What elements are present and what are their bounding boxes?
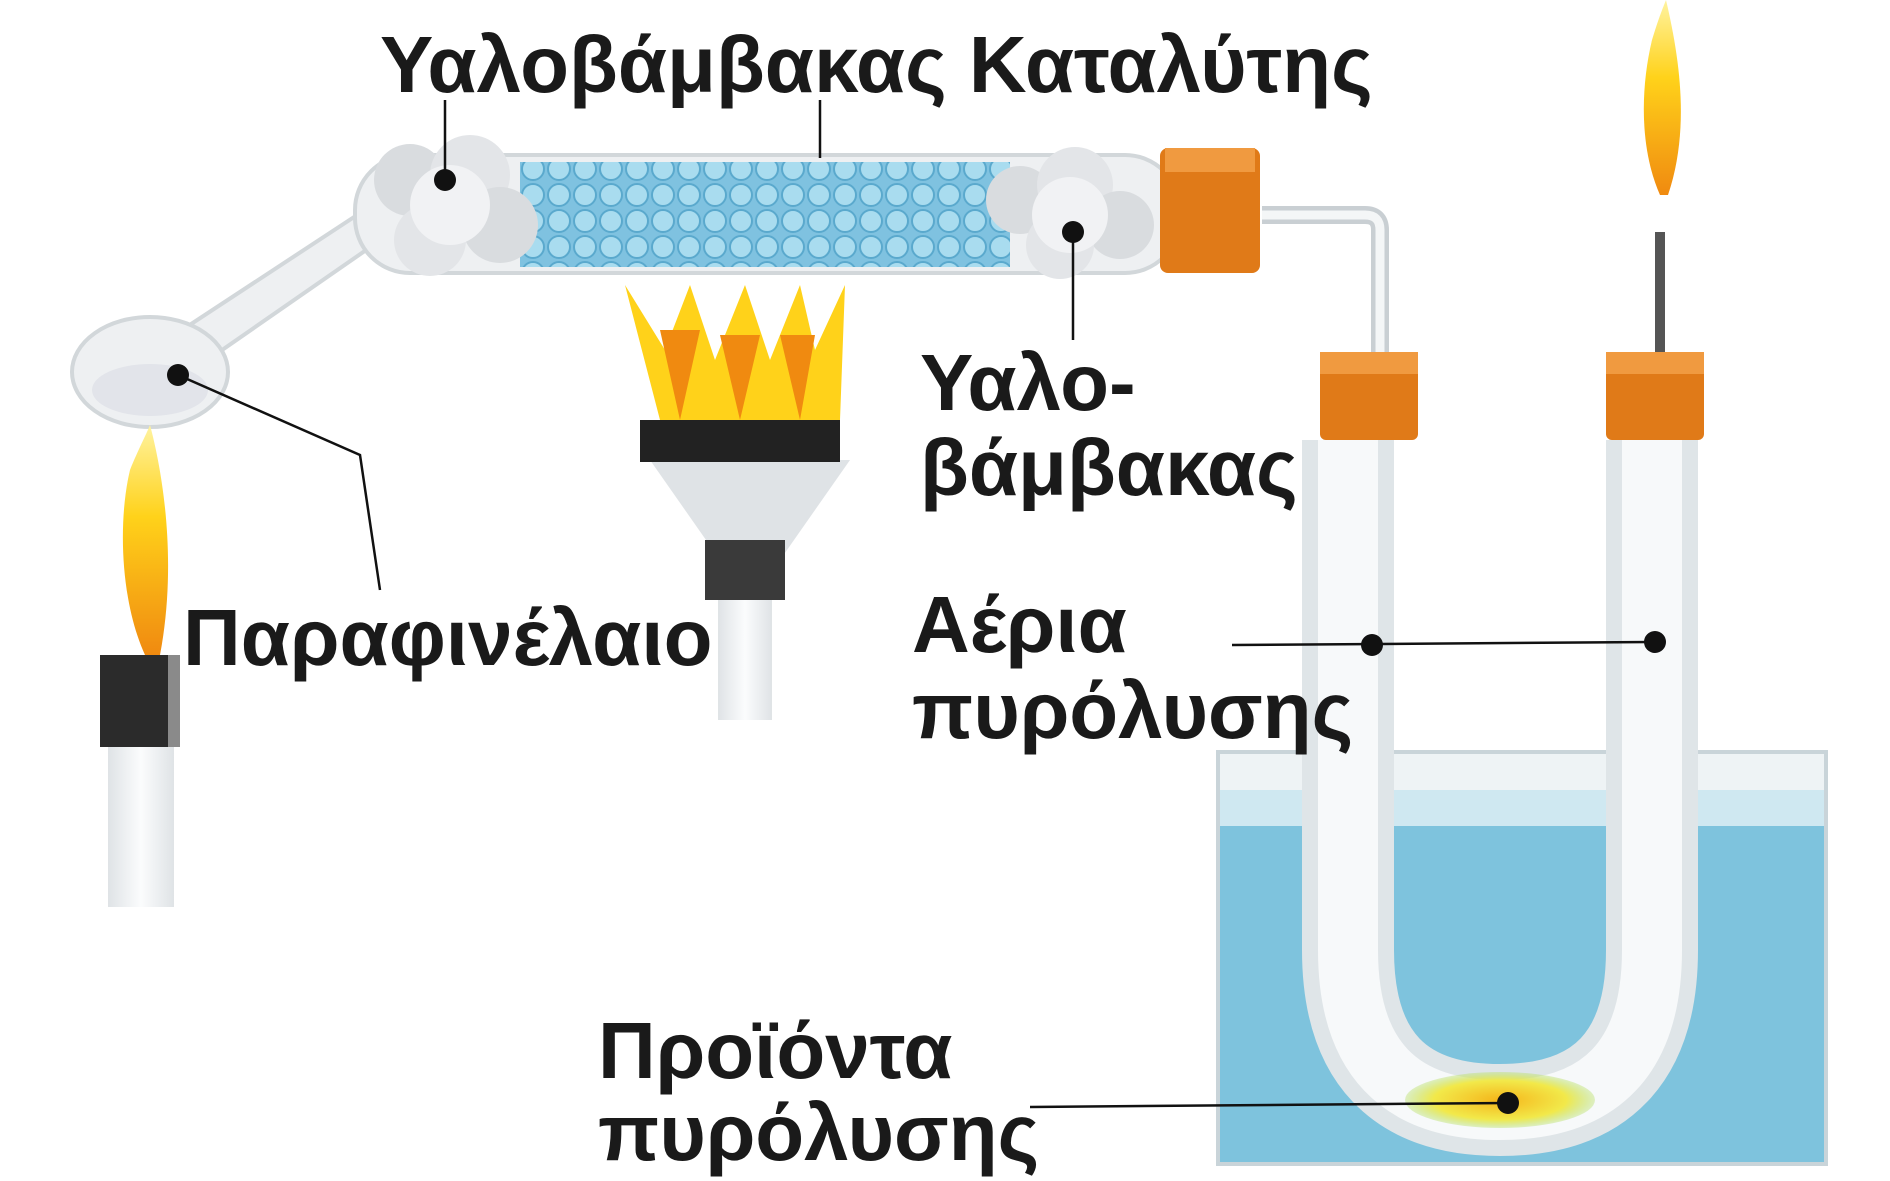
label-glasswool-line2: βάμβακας bbox=[920, 423, 1298, 512]
label-paraffin-oil: Παραφινέλαιο bbox=[183, 593, 712, 682]
burner-collar bbox=[640, 420, 840, 462]
paraffin-flame bbox=[123, 425, 168, 655]
paraffin-burner bbox=[100, 425, 180, 907]
label-catalyst-glasswool: Υαλοβάμβακας Καταλύτης bbox=[380, 20, 1373, 109]
delivery-tube bbox=[1262, 215, 1380, 352]
paraffin-soaked-wool bbox=[92, 364, 208, 416]
u-tube-stoppers bbox=[1320, 352, 1704, 440]
burner-stem bbox=[705, 540, 785, 600]
label-gases-line2: πυρόλυσης bbox=[912, 666, 1353, 755]
label-glasswool-line1: Υαλο- bbox=[920, 338, 1136, 427]
label-gases-line1: Αέρια bbox=[912, 580, 1127, 669]
catalyst-beads bbox=[520, 162, 1010, 267]
tube-end-stopper bbox=[1160, 148, 1260, 273]
label-products-line1: Προϊόντα bbox=[598, 1006, 952, 1095]
label-products-line2: πυρόλυσης bbox=[598, 1088, 1039, 1177]
jet-flame bbox=[1644, 0, 1681, 195]
gas-jet bbox=[1644, 0, 1681, 352]
